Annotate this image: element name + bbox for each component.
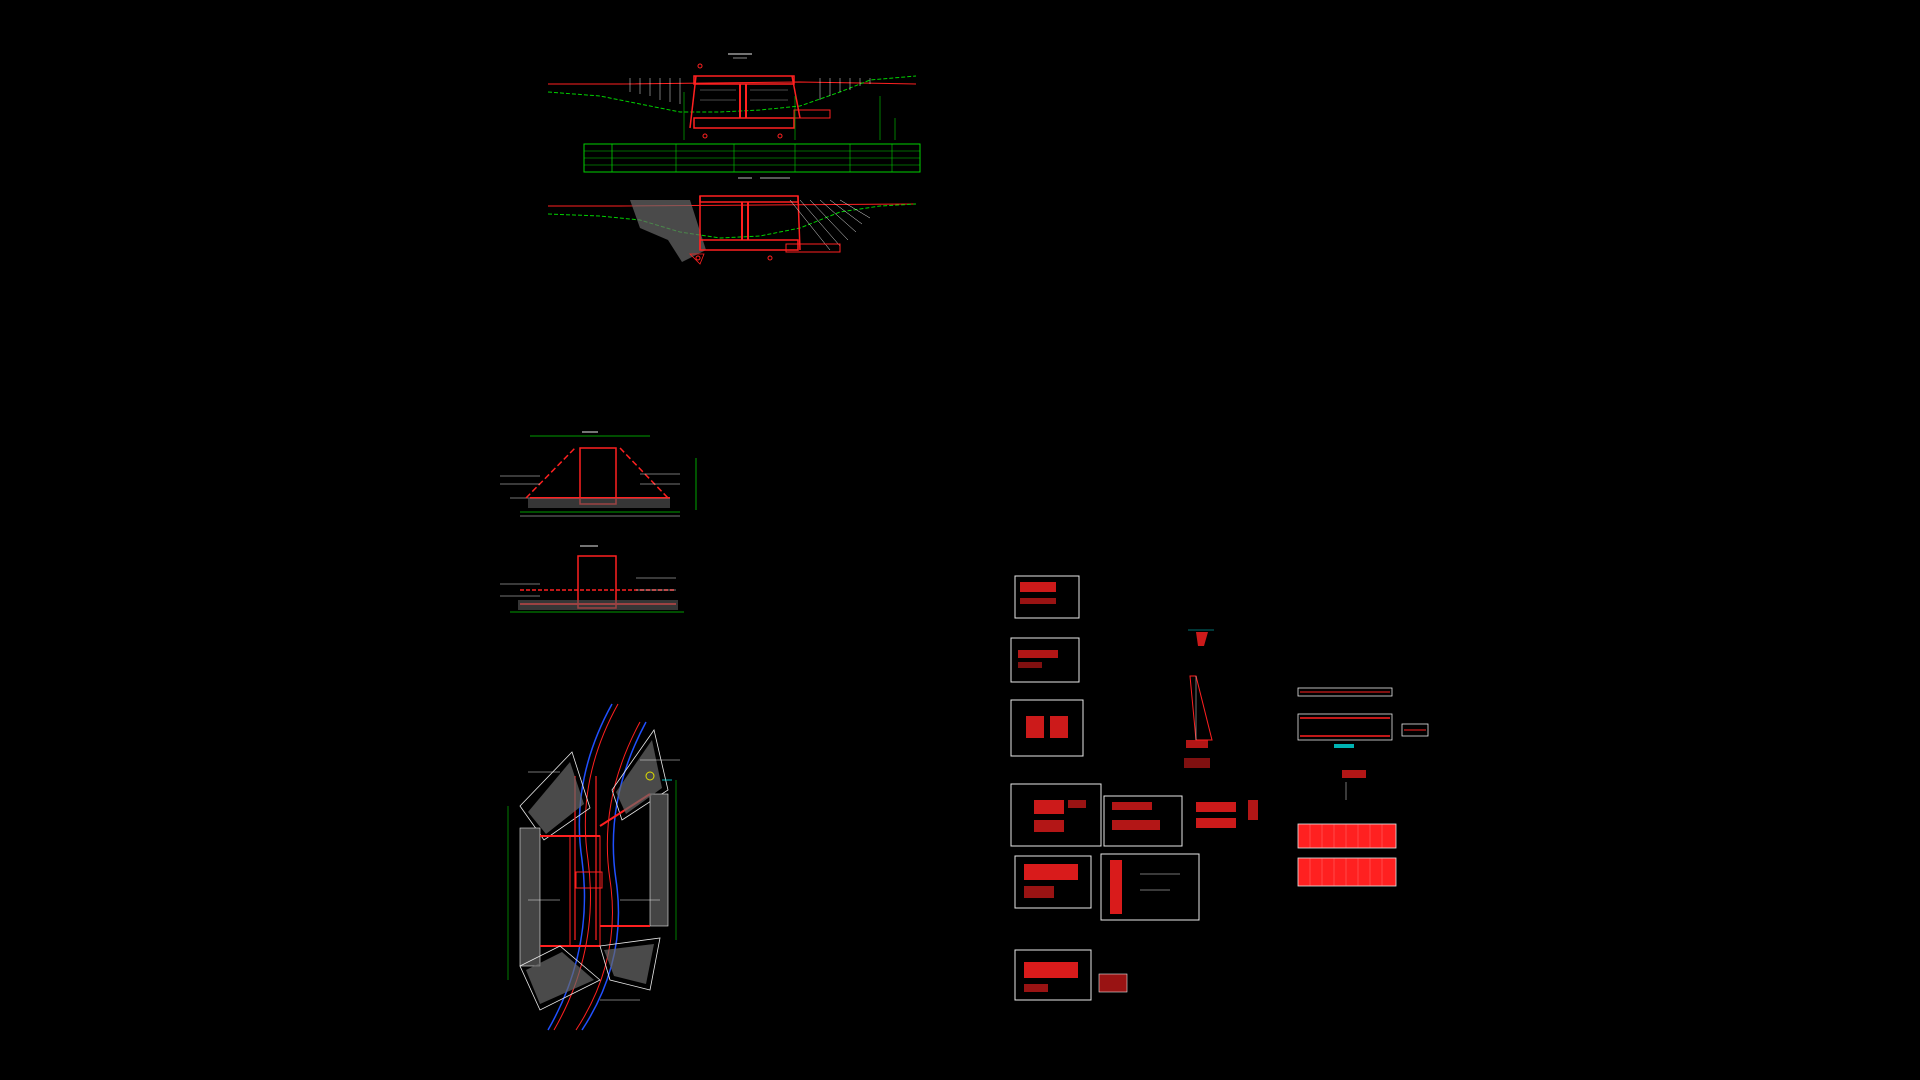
detail-sheets-group [1010,575,1429,1001]
longitudinal-section-lower-drawing [547,177,917,265]
longitudinal-profile-drawing [547,53,921,173]
plan-view-drawing [507,703,680,1031]
cross-section-a-drawing [500,431,697,517]
cross-section-b-drawing [500,545,684,613]
